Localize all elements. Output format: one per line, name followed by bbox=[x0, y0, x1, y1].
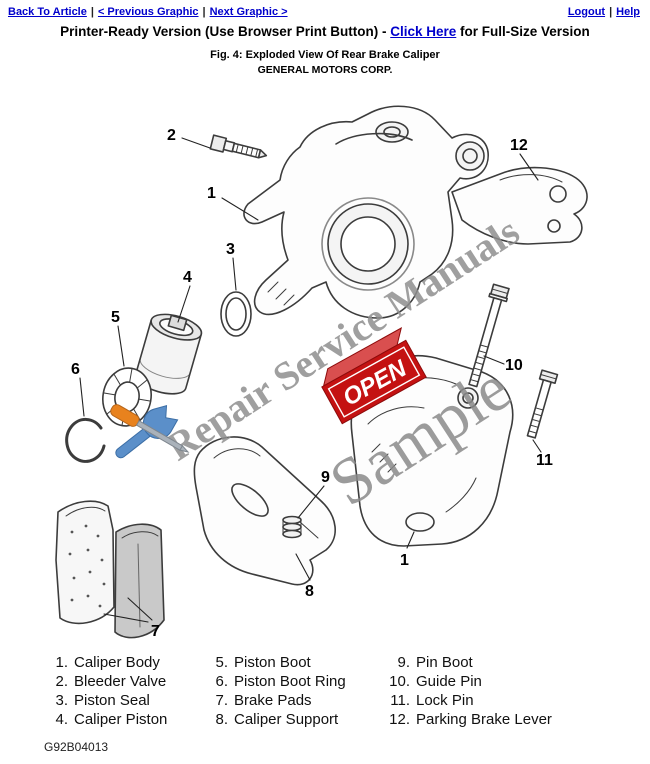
nav-separator: | bbox=[202, 6, 206, 18]
company-name: GENERAL MOTORS CORP. bbox=[257, 64, 393, 76]
parking-brake-lever-drawing bbox=[451, 166, 588, 245]
legend-num: 6. bbox=[215, 673, 228, 690]
legend-num: 11. bbox=[390, 692, 410, 709]
callout-7: 7 bbox=[151, 623, 160, 640]
pad-friction-dots bbox=[68, 524, 106, 608]
legend-item: 6. Piston Boot Ring bbox=[202, 672, 346, 691]
callout-6: 6 bbox=[71, 361, 80, 378]
nav-separator: | bbox=[609, 6, 613, 18]
click-here-link[interactable]: Click Here bbox=[390, 24, 457, 39]
callout-leader-lines bbox=[79, 137, 542, 623]
callout-1-right: 1 bbox=[400, 552, 409, 569]
legend-num: 4. bbox=[55, 711, 68, 728]
legend-column-2: 5. Piston Boot 6. Piston Boot Ring 7. Brake… bbox=[202, 653, 346, 729]
legend-label: Brake Pads bbox=[234, 692, 312, 709]
legend-item: 4. Caliper Piston bbox=[42, 710, 167, 729]
legend-label: Caliper Body bbox=[74, 654, 160, 671]
callout-4: 4 bbox=[183, 269, 192, 286]
nav-right: Logout|Help bbox=[568, 6, 640, 18]
piston-seal-drawing bbox=[220, 291, 252, 337]
legend-item: 3. Piston Seal bbox=[42, 691, 167, 710]
pin-boot-drawing bbox=[282, 515, 302, 539]
legend-num: 1. bbox=[55, 654, 68, 671]
legend-column-1: 1. Caliper Body 2. Bleeder Valve 3. Piston … bbox=[42, 653, 167, 729]
legend-num: 2. bbox=[55, 673, 68, 690]
legend-label: Caliper Piston bbox=[74, 711, 168, 728]
legend-num: 3. bbox=[55, 692, 68, 709]
printer-ready-suffix: for Full-Size Version bbox=[456, 24, 590, 39]
legend-label: Piston Seal bbox=[74, 692, 150, 709]
callout-8: 8 bbox=[305, 583, 314, 600]
nav-left: Back To Article|< Previous Graphic|Next … bbox=[8, 6, 288, 18]
callout-12: 12 bbox=[510, 137, 528, 154]
exploded-diagram: 2 1 12 3 4 5 6 7 8 9 10 11 1 Repair Serv… bbox=[0, 92, 650, 640]
legend-label: Lock Pin bbox=[416, 692, 474, 709]
figure-caption: Fig. 4: Exploded View Of Rear Brake Cali… bbox=[210, 49, 440, 61]
legend-label: Pin Boot bbox=[416, 654, 473, 671]
legend-label: Piston Boot Ring bbox=[234, 673, 346, 690]
printer-ready-prefix: Printer-Ready Version (Use Browser Print… bbox=[60, 24, 391, 39]
legend-num: 7. bbox=[215, 692, 228, 709]
legend-item: 5. Piston Boot bbox=[202, 653, 346, 672]
piston-boot-ring-drawing bbox=[65, 417, 106, 463]
lock-pin-drawing bbox=[526, 369, 559, 439]
legend-num: 9. bbox=[397, 654, 410, 671]
legend-label: Guide Pin bbox=[416, 673, 482, 690]
legend-num: 10. bbox=[389, 673, 410, 690]
top-nav: Back To Article|< Previous Graphic|Next … bbox=[8, 6, 640, 18]
caliper-body-drawing bbox=[243, 105, 489, 319]
brake-pads-drawing bbox=[55, 500, 165, 639]
logout-link[interactable]: Logout bbox=[567, 6, 606, 18]
legend-item: 9. Pin Boot bbox=[384, 653, 552, 672]
legend-item: 11. Lock Pin bbox=[384, 691, 552, 710]
legend-num: 8. bbox=[215, 711, 228, 728]
legend-item: 7. Brake Pads bbox=[202, 691, 346, 710]
printer-ready-title: Printer-Ready Version (Use Browser Print… bbox=[0, 24, 650, 39]
callout-numbers: 2 1 12 3 4 5 6 7 8 9 10 11 1 bbox=[71, 127, 553, 640]
legend-num: 5. bbox=[215, 654, 228, 671]
legend-label: Caliper Support bbox=[234, 711, 339, 728]
bleeder-valve-drawing bbox=[209, 134, 268, 159]
legend-item: 10. Guide Pin bbox=[384, 672, 552, 691]
guide-pin-drawing bbox=[468, 283, 510, 388]
legend-num: 12. bbox=[389, 711, 410, 728]
drawing-code: G92B04013 bbox=[44, 740, 109, 754]
callout-10: 10 bbox=[505, 357, 523, 374]
callout-5: 5 bbox=[111, 309, 120, 326]
legend-item: 1. Caliper Body bbox=[42, 653, 167, 672]
open-badge: OPEN bbox=[321, 327, 427, 425]
legend-item: 12. Parking Brake Lever bbox=[384, 710, 552, 729]
callout-1-left: 1 bbox=[207, 185, 216, 202]
legend-item: 2. Bleeder Valve bbox=[42, 672, 167, 691]
callout-2: 2 bbox=[167, 127, 176, 144]
brake-caliper-exploded-svg: 2 1 12 3 4 5 6 7 8 9 10 11 1 Repair Serv… bbox=[55, 105, 588, 640]
legend-column-3: 9. Pin Boot 10. Guide Pin 11. Lock Pin 12. P… bbox=[384, 653, 552, 729]
legend-item: 8. Caliper Support bbox=[202, 710, 346, 729]
help-link[interactable]: Help bbox=[616, 6, 640, 18]
nav-separator: | bbox=[90, 6, 94, 18]
legend-label: Piston Boot bbox=[234, 654, 311, 671]
back-to-article-link[interactable]: Back To Article bbox=[8, 6, 87, 18]
wrench-tools-icon bbox=[110, 404, 190, 459]
callout-3: 3 bbox=[226, 241, 235, 258]
caliper-support-drawing bbox=[193, 436, 336, 586]
callout-11: 11 bbox=[536, 452, 553, 469]
callout-9: 9 bbox=[321, 469, 330, 486]
previous-graphic-link[interactable]: < Previous Graphic bbox=[97, 6, 199, 18]
next-graphic-link[interactable]: Next Graphic > bbox=[209, 6, 288, 18]
legend-label: Parking Brake Lever bbox=[416, 711, 552, 728]
legend-label: Bleeder Valve bbox=[74, 673, 167, 690]
